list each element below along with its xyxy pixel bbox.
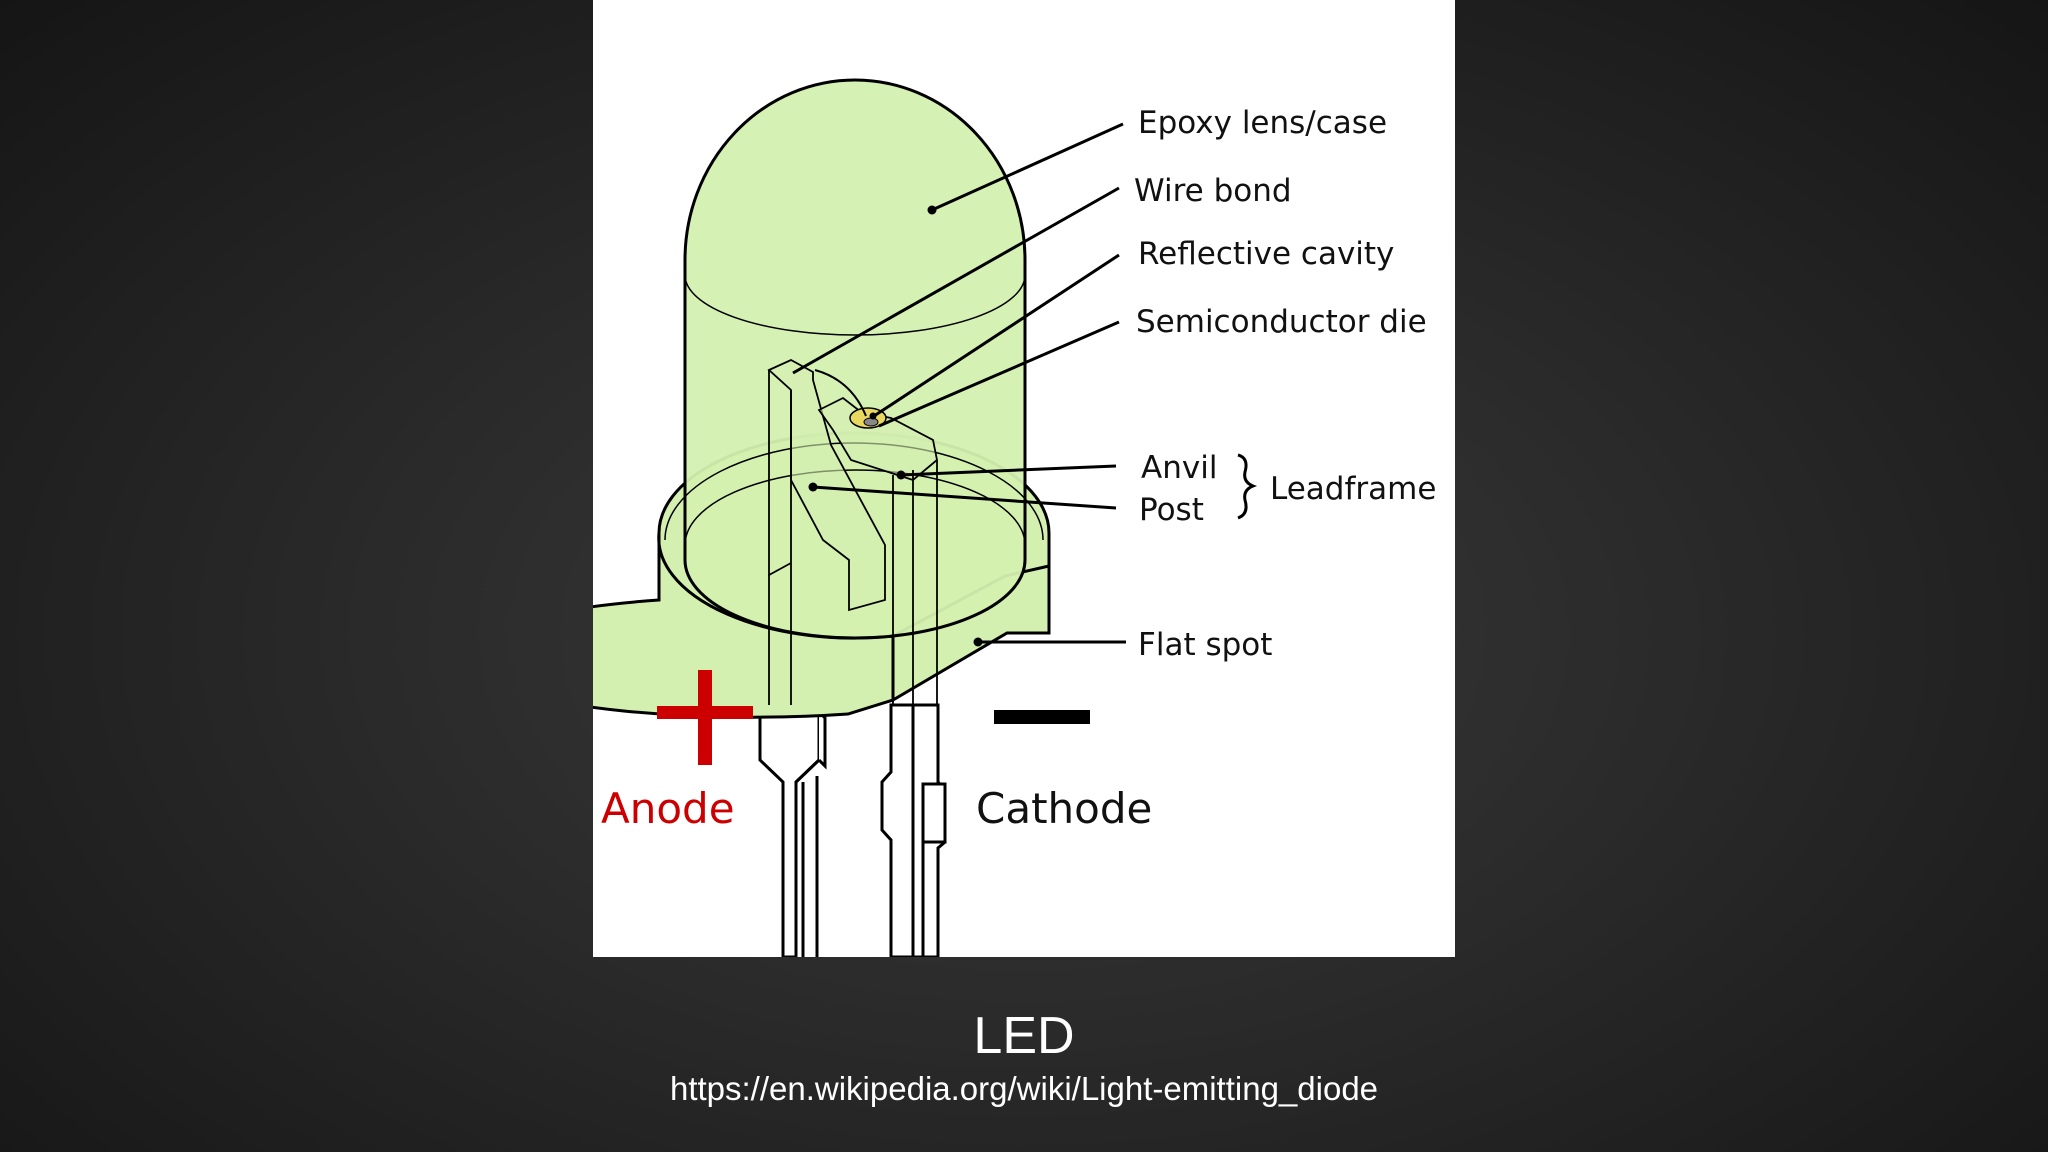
- caption-title: LED: [973, 1007, 1075, 1065]
- leadframe-internal: [767, 358, 938, 705]
- label-anode: Anode: [601, 784, 735, 833]
- label-flat-spot: Flat spot: [1138, 627, 1272, 663]
- label-reflective-cavity: Reflective cavity: [1138, 236, 1394, 272]
- label-wire-bond: Wire bond: [1134, 173, 1292, 209]
- caption-url: https://en.wikipedia.org/wiki/Light-emit…: [669, 1070, 1379, 1107]
- leader-lines: [792, 122, 1258, 644]
- label-epoxy-lens: Epoxy lens/case: [1138, 105, 1387, 141]
- plus-sign: [657, 670, 753, 765]
- label-leadframe: Leadframe: [1270, 471, 1436, 507]
- label-post: Post: [1139, 492, 1204, 528]
- led-diagram-panel: Epoxy lens/case Wire bond Reflective cav…: [593, 0, 1455, 957]
- epoxy-dome: [664, 78, 1044, 640]
- label-cathode: Cathode: [976, 784, 1152, 833]
- anode-lead: [758, 703, 827, 957]
- label-semiconductor-die: Semiconductor die: [1136, 304, 1427, 340]
- label-anvil: Anvil: [1141, 450, 1217, 486]
- minus-sign: [994, 710, 1090, 724]
- led-diagram: Epoxy lens/case Wire bond Reflective cav…: [593, 78, 1436, 957]
- cathode-lead: [880, 703, 947, 957]
- leader-dots: [808, 205, 983, 647]
